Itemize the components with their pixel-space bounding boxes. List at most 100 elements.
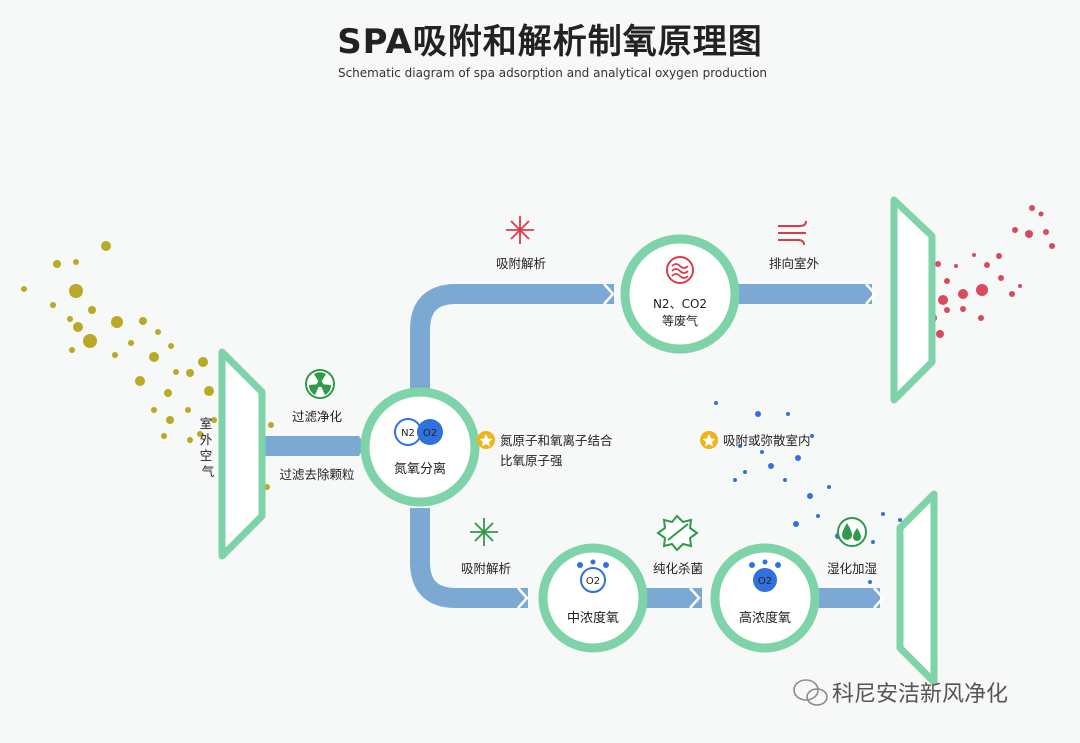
particle-dot xyxy=(972,253,976,257)
particle-dot xyxy=(1043,229,1049,235)
particle-dot xyxy=(198,357,208,367)
star-icon-left xyxy=(477,431,495,449)
arrow-top-2 xyxy=(865,283,877,305)
top-step-label: 吸附解析 xyxy=(496,256,546,271)
particle-dot xyxy=(149,352,159,362)
o2-bubble xyxy=(417,419,443,445)
particle-dot xyxy=(1018,284,1022,288)
star-icon-right xyxy=(700,431,718,449)
particle-dot xyxy=(881,512,885,516)
particle-dot xyxy=(128,340,134,346)
particle-dot xyxy=(53,260,61,268)
particle-dot xyxy=(786,412,790,416)
note-left-line2: 比氧原子强 xyxy=(500,453,563,468)
flow-pipes xyxy=(252,284,880,608)
particle-dot xyxy=(21,286,27,292)
pipe-top-up xyxy=(410,284,614,392)
particle-dot xyxy=(935,261,941,267)
filter-label-1: 过滤净化 xyxy=(292,409,343,424)
particle-dot xyxy=(954,264,958,268)
particle-dot xyxy=(976,284,988,296)
note-left-line1: 氮原子和氧离子结合 xyxy=(500,433,613,448)
particle-dot xyxy=(816,514,820,518)
particle-dot xyxy=(112,352,118,358)
particle-dot xyxy=(69,347,75,353)
particle-dot xyxy=(151,407,157,413)
particle-dot xyxy=(871,540,875,544)
page-title: SPA吸附和解析制氧原理图 xyxy=(337,22,763,62)
particle-dot xyxy=(795,455,801,461)
page-subtitle: Schematic diagram of spa adsorption and … xyxy=(337,66,768,80)
medium-oxygen-label: 中浓度氧 xyxy=(567,610,619,626)
bottom-step-label: 吸附解析 xyxy=(461,561,511,576)
filter-label-2: 过滤去除颗粒 xyxy=(279,467,354,482)
humidify-label: 湿化加湿 xyxy=(827,561,877,576)
waste-gas-line2: 等废气 xyxy=(662,313,698,328)
particle-dot xyxy=(168,343,174,349)
svg-text:O2: O2 xyxy=(758,576,772,587)
particle-dot xyxy=(998,275,1004,281)
particle-dot xyxy=(783,478,787,482)
pipe-bottom-down xyxy=(410,508,528,608)
particle-dot xyxy=(164,389,172,397)
particle-dot xyxy=(67,316,73,322)
medium-oxygen-node: O2 中浓度氧 xyxy=(538,543,648,653)
high-oxygen-node: O2 高浓度氧 xyxy=(710,543,820,653)
waste-gas-node: N2、CO2 等废气 xyxy=(620,234,740,354)
radiation-icon xyxy=(305,369,335,399)
arrow-top-1 xyxy=(603,283,615,305)
particle-dot xyxy=(211,417,217,423)
particle-dot xyxy=(135,376,145,386)
particle-dot xyxy=(984,262,990,268)
note-right-line1: 吸附或弥散室内 xyxy=(723,433,811,448)
particle-dot xyxy=(166,416,174,424)
particle-dot xyxy=(197,431,203,437)
particle-dot xyxy=(827,485,831,489)
svg-text:O2: O2 xyxy=(586,576,600,587)
wind-icon xyxy=(778,220,807,246)
particle-dot xyxy=(944,307,950,313)
snowflake-icon xyxy=(506,216,534,244)
exhaust-label: 排向室外 xyxy=(769,256,820,271)
particle-dot xyxy=(996,253,1002,259)
particle-dot xyxy=(760,450,764,454)
particle-dot xyxy=(83,334,97,348)
particle-dot xyxy=(714,401,718,405)
water-drop-icon xyxy=(837,517,867,547)
o2-mid-icon xyxy=(580,567,606,593)
particle-dot xyxy=(898,518,902,522)
particle-dot xyxy=(938,295,948,305)
o2-label: O2 xyxy=(423,428,437,439)
particle-dot xyxy=(173,369,179,375)
particle-dot xyxy=(768,463,774,469)
particle-dot xyxy=(161,433,167,439)
particle-dot xyxy=(958,289,968,299)
particle-dot xyxy=(50,302,56,308)
particle-dot xyxy=(978,315,984,321)
particle-dot xyxy=(155,329,161,335)
particle-dot xyxy=(944,278,950,284)
high-oxygen-label: 高浓度氧 xyxy=(739,610,791,626)
exhaust-funnel xyxy=(890,196,936,404)
arrow-bottom-3 xyxy=(873,587,885,609)
particle-dot xyxy=(960,306,966,312)
arrow-bottom-1 xyxy=(517,587,529,609)
particle-dot xyxy=(1038,211,1044,217)
particle-dot xyxy=(1029,205,1035,211)
particle-dot xyxy=(1012,227,1018,233)
particle-dot xyxy=(69,284,83,298)
particle-dot xyxy=(1009,291,1015,297)
particle-dot xyxy=(73,322,83,332)
arrow-bottom-2 xyxy=(689,587,701,609)
snowflake-icon-bottom xyxy=(470,518,498,546)
sterilize-label: 纯化杀菌 xyxy=(653,561,703,576)
particle-dot xyxy=(1049,243,1055,249)
watermark-text: 科尼安洁新风净化 xyxy=(832,682,1008,707)
particle-dot xyxy=(187,437,193,443)
o2-high-icon xyxy=(753,568,777,592)
particle-dot xyxy=(793,521,799,527)
particle-dot xyxy=(111,316,123,328)
inlet-funnel xyxy=(218,348,266,560)
n2-label: N2 xyxy=(401,428,415,439)
